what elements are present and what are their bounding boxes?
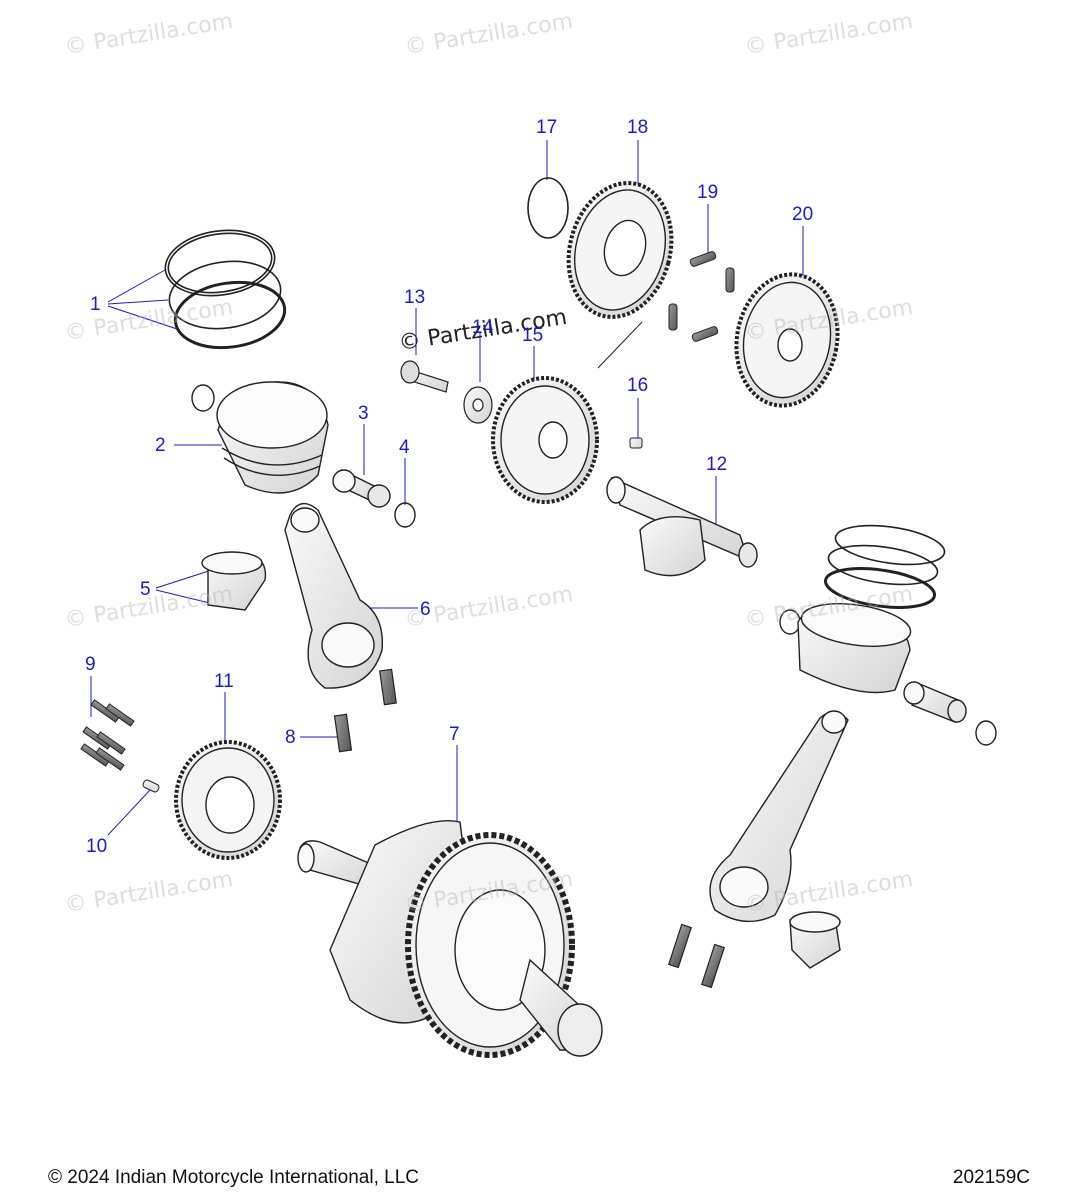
piston-pin-left	[332, 468, 391, 508]
callout-5[interactable]: 5	[140, 579, 151, 600]
washer	[463, 386, 493, 424]
rod-bolts-left	[333, 668, 397, 753]
dowel-pin	[142, 779, 160, 793]
cam-gear	[566, 181, 674, 319]
bearing-shell-right	[789, 911, 841, 969]
piston-left	[191, 381, 329, 494]
rod-bolts-right	[667, 923, 726, 989]
callout-1[interactable]: 1	[90, 294, 101, 315]
callout-10[interactable]: 10	[86, 836, 108, 857]
callout-17[interactable]: 17	[536, 117, 558, 138]
balance-gear	[491, 376, 599, 504]
callout-11[interactable]: 11	[214, 671, 234, 692]
callout-2[interactable]: 2	[155, 435, 166, 456]
connecting-rod-left	[284, 502, 384, 689]
callout-14[interactable]: 14	[472, 317, 494, 338]
circlip-left	[394, 502, 416, 528]
piston-right	[779, 603, 912, 694]
callout-15[interactable]: 15	[522, 325, 544, 346]
callout-13[interactable]: 13	[404, 287, 426, 308]
callout-7[interactable]: 7	[449, 724, 460, 745]
woodruff-key	[629, 437, 643, 449]
copyright-text: © 2024 Indian Motorcycle International, …	[48, 1167, 419, 1188]
callout-4[interactable]: 4	[399, 437, 410, 458]
piston-pin-right	[903, 681, 967, 723]
piston-rings-left	[164, 229, 287, 350]
drive-gear	[734, 272, 840, 408]
callout-18[interactable]: 18	[627, 117, 649, 138]
callout-12[interactable]: 12	[706, 454, 728, 475]
bearing-shell-left	[201, 551, 267, 611]
callout-20[interactable]: 20	[792, 204, 814, 225]
gear-bolt	[400, 360, 449, 393]
assembly-line	[597, 321, 643, 369]
gear-pins	[668, 251, 735, 342]
flywheel-bolts	[80, 699, 135, 771]
piston-rings-right	[823, 524, 946, 609]
balance-shaft	[606, 476, 758, 577]
circlip-right	[975, 720, 997, 746]
callout-9[interactable]: 9	[85, 654, 96, 675]
callout-19[interactable]: 19	[697, 182, 719, 203]
callout-8[interactable]: 8	[285, 727, 296, 748]
diagram-id: 202159C	[952, 1167, 1030, 1188]
crank-gear	[174, 740, 282, 860]
callout-6[interactable]: 6	[420, 599, 431, 620]
leader-lines	[90, 140, 804, 836]
connecting-rod-right	[709, 710, 849, 923]
crankshaft	[297, 819, 603, 1058]
callout-16[interactable]: 16	[627, 375, 649, 396]
circlip-gear	[527, 177, 569, 239]
callout-3[interactable]: 3	[358, 403, 369, 424]
